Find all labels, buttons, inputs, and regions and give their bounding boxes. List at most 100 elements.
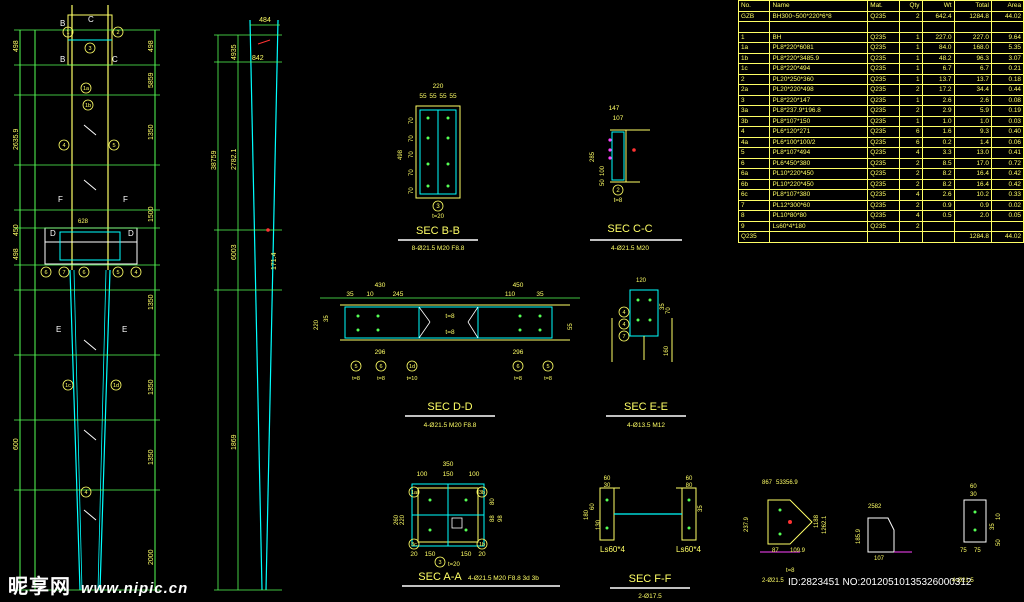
bom-cell: Q235 [867, 31, 900, 43]
bom-header-cell: Area [990, 0, 1024, 12]
d2-dim-2: 107 [874, 556, 885, 562]
bom-cell [867, 231, 900, 243]
aa-top-dim-b: 150 [443, 471, 454, 478]
section-cc: 147 107 285 100 50 2 t=8 SEC C-C 4-Ø21.5… [590, 105, 682, 252]
aa-top-dim: 350 [443, 461, 454, 468]
d3-dim-1: 60 [970, 484, 977, 490]
left-dim-1: 498 [13, 40, 20, 52]
dd-top-left-c: 245 [393, 291, 404, 298]
section-mark-f-right: F [123, 195, 128, 204]
dd-callout-4: 6 [516, 364, 519, 370]
aa-side-dim-2: 220 [400, 514, 406, 525]
bom-cell [921, 231, 955, 243]
aa-top-dim-a: 100 [417, 471, 428, 478]
mid-dim-4: 2782.1 [231, 148, 238, 170]
bom-cell: Q235 [867, 220, 900, 232]
section-mark-b-right: B [60, 55, 65, 64]
callout-10: 6 [82, 270, 85, 276]
bom-cell: 3a [737, 105, 771, 117]
bb-left-dim-b: 70 [409, 135, 415, 142]
dd-side-dim-c: 55 [568, 323, 574, 330]
d1-dim-1: 867 [762, 480, 773, 486]
bb-left-dim-c: 70 [409, 151, 415, 158]
bom-cell: 2a [737, 84, 771, 96]
dd-inner-label-1: t=8 [445, 313, 455, 320]
ee-dim-3: 35 [660, 303, 666, 310]
section-dd: 430 35 10 245 450 110 35 296 296 t=8 t=8… [314, 282, 580, 429]
bom-cell: 13.7 [921, 73, 955, 85]
bom-cell: 8.2 [921, 178, 955, 190]
bom-header-cell: Name [769, 0, 869, 12]
bom-cell: 0.05 [990, 210, 1024, 222]
bom-cell: Q235 [867, 136, 900, 148]
dd-callout-3: 1d [409, 364, 415, 370]
bom-cell: PL6*120*271 [769, 126, 869, 138]
bom-cell: 1284.8 [953, 231, 992, 243]
section-ff: 60 60 30 80 60 130 35 180 Ls60*4 Ls60*4 … [584, 476, 704, 600]
bom-cell: 10.2 [953, 189, 992, 201]
bom-cell: 4a [737, 136, 771, 148]
mid-side-label: 171.4 [271, 252, 278, 270]
aa-bottom-dim-a: 20 [410, 551, 418, 558]
bom-cell: 34.4 [953, 84, 992, 96]
bom-cell: 13.7 [953, 73, 992, 85]
bom-cell [867, 21, 900, 33]
ff-bolt-note: 2-Ø17.5 [638, 593, 662, 600]
cc-left-dim-c: 50 [600, 179, 606, 186]
dd-top-left-total: 430 [375, 282, 386, 289]
bom-cell: 0.03 [990, 115, 1024, 127]
ee-callout-2: 4 [622, 322, 625, 328]
bom-cell: Q235 [867, 63, 900, 75]
dd-callout-sub-1: t=8 [352, 376, 360, 382]
dd-callout-2: 6 [379, 364, 382, 370]
weld-note: 628 [78, 219, 89, 225]
callout-11: 5 [116, 270, 119, 276]
bom-cell: Q235 [867, 199, 900, 211]
bom-cell: 4 [898, 210, 923, 222]
ff-dim-8: 180 [584, 509, 590, 520]
aa-side-dim-3: 80 [490, 498, 496, 505]
d3-bolt-note: 4-Ø21.5 [952, 578, 974, 584]
d3-dim-4: 75 [974, 548, 981, 554]
bom-header-cell: Qty [898, 0, 923, 12]
bom-cell: 1c [737, 63, 771, 75]
bom-cell: 6 [737, 157, 771, 169]
d3-dim-3: 75 [960, 548, 967, 554]
dd-top-left-a: 35 [346, 291, 354, 298]
bom-cell: 3.3 [921, 147, 955, 159]
bom-cell: Q235 [867, 42, 900, 54]
bom-cell: 1 [898, 115, 923, 127]
bom-cell: 2 [898, 178, 923, 190]
bom-cell: 0.21 [990, 63, 1024, 75]
bom-cell: 3b [737, 115, 771, 127]
bom-cell: 6b [737, 178, 771, 190]
bom-cell: PL8*237.9*196.8 [769, 105, 869, 117]
bom-cell [737, 21, 771, 33]
mid-dim-3: 38759 [211, 150, 218, 170]
d3-dim-5: 35 [990, 523, 996, 530]
callout-9: 7 [62, 270, 65, 276]
bom-cell: 6 [898, 126, 923, 138]
bom-cell [898, 231, 923, 243]
cc-left-dim: 285 [590, 151, 596, 162]
dd-callout-5: 5 [546, 364, 549, 370]
callout-7: 5 [112, 143, 115, 149]
bb-left-dim-e: 70 [409, 187, 415, 194]
bom-cell: 6 [898, 136, 923, 148]
bom-cell: PL10*220*450 [769, 178, 869, 190]
bom-cell: 8 [737, 210, 771, 222]
ff-dim-6: 130 [596, 519, 602, 530]
d1-dim-4: 87 [772, 548, 779, 554]
dd-top-right-b: 35 [536, 291, 544, 298]
aa-top-dim-c: 100 [469, 471, 480, 478]
bom-cell: 1a [737, 42, 771, 54]
bom-cell: 84.0 [921, 42, 955, 54]
